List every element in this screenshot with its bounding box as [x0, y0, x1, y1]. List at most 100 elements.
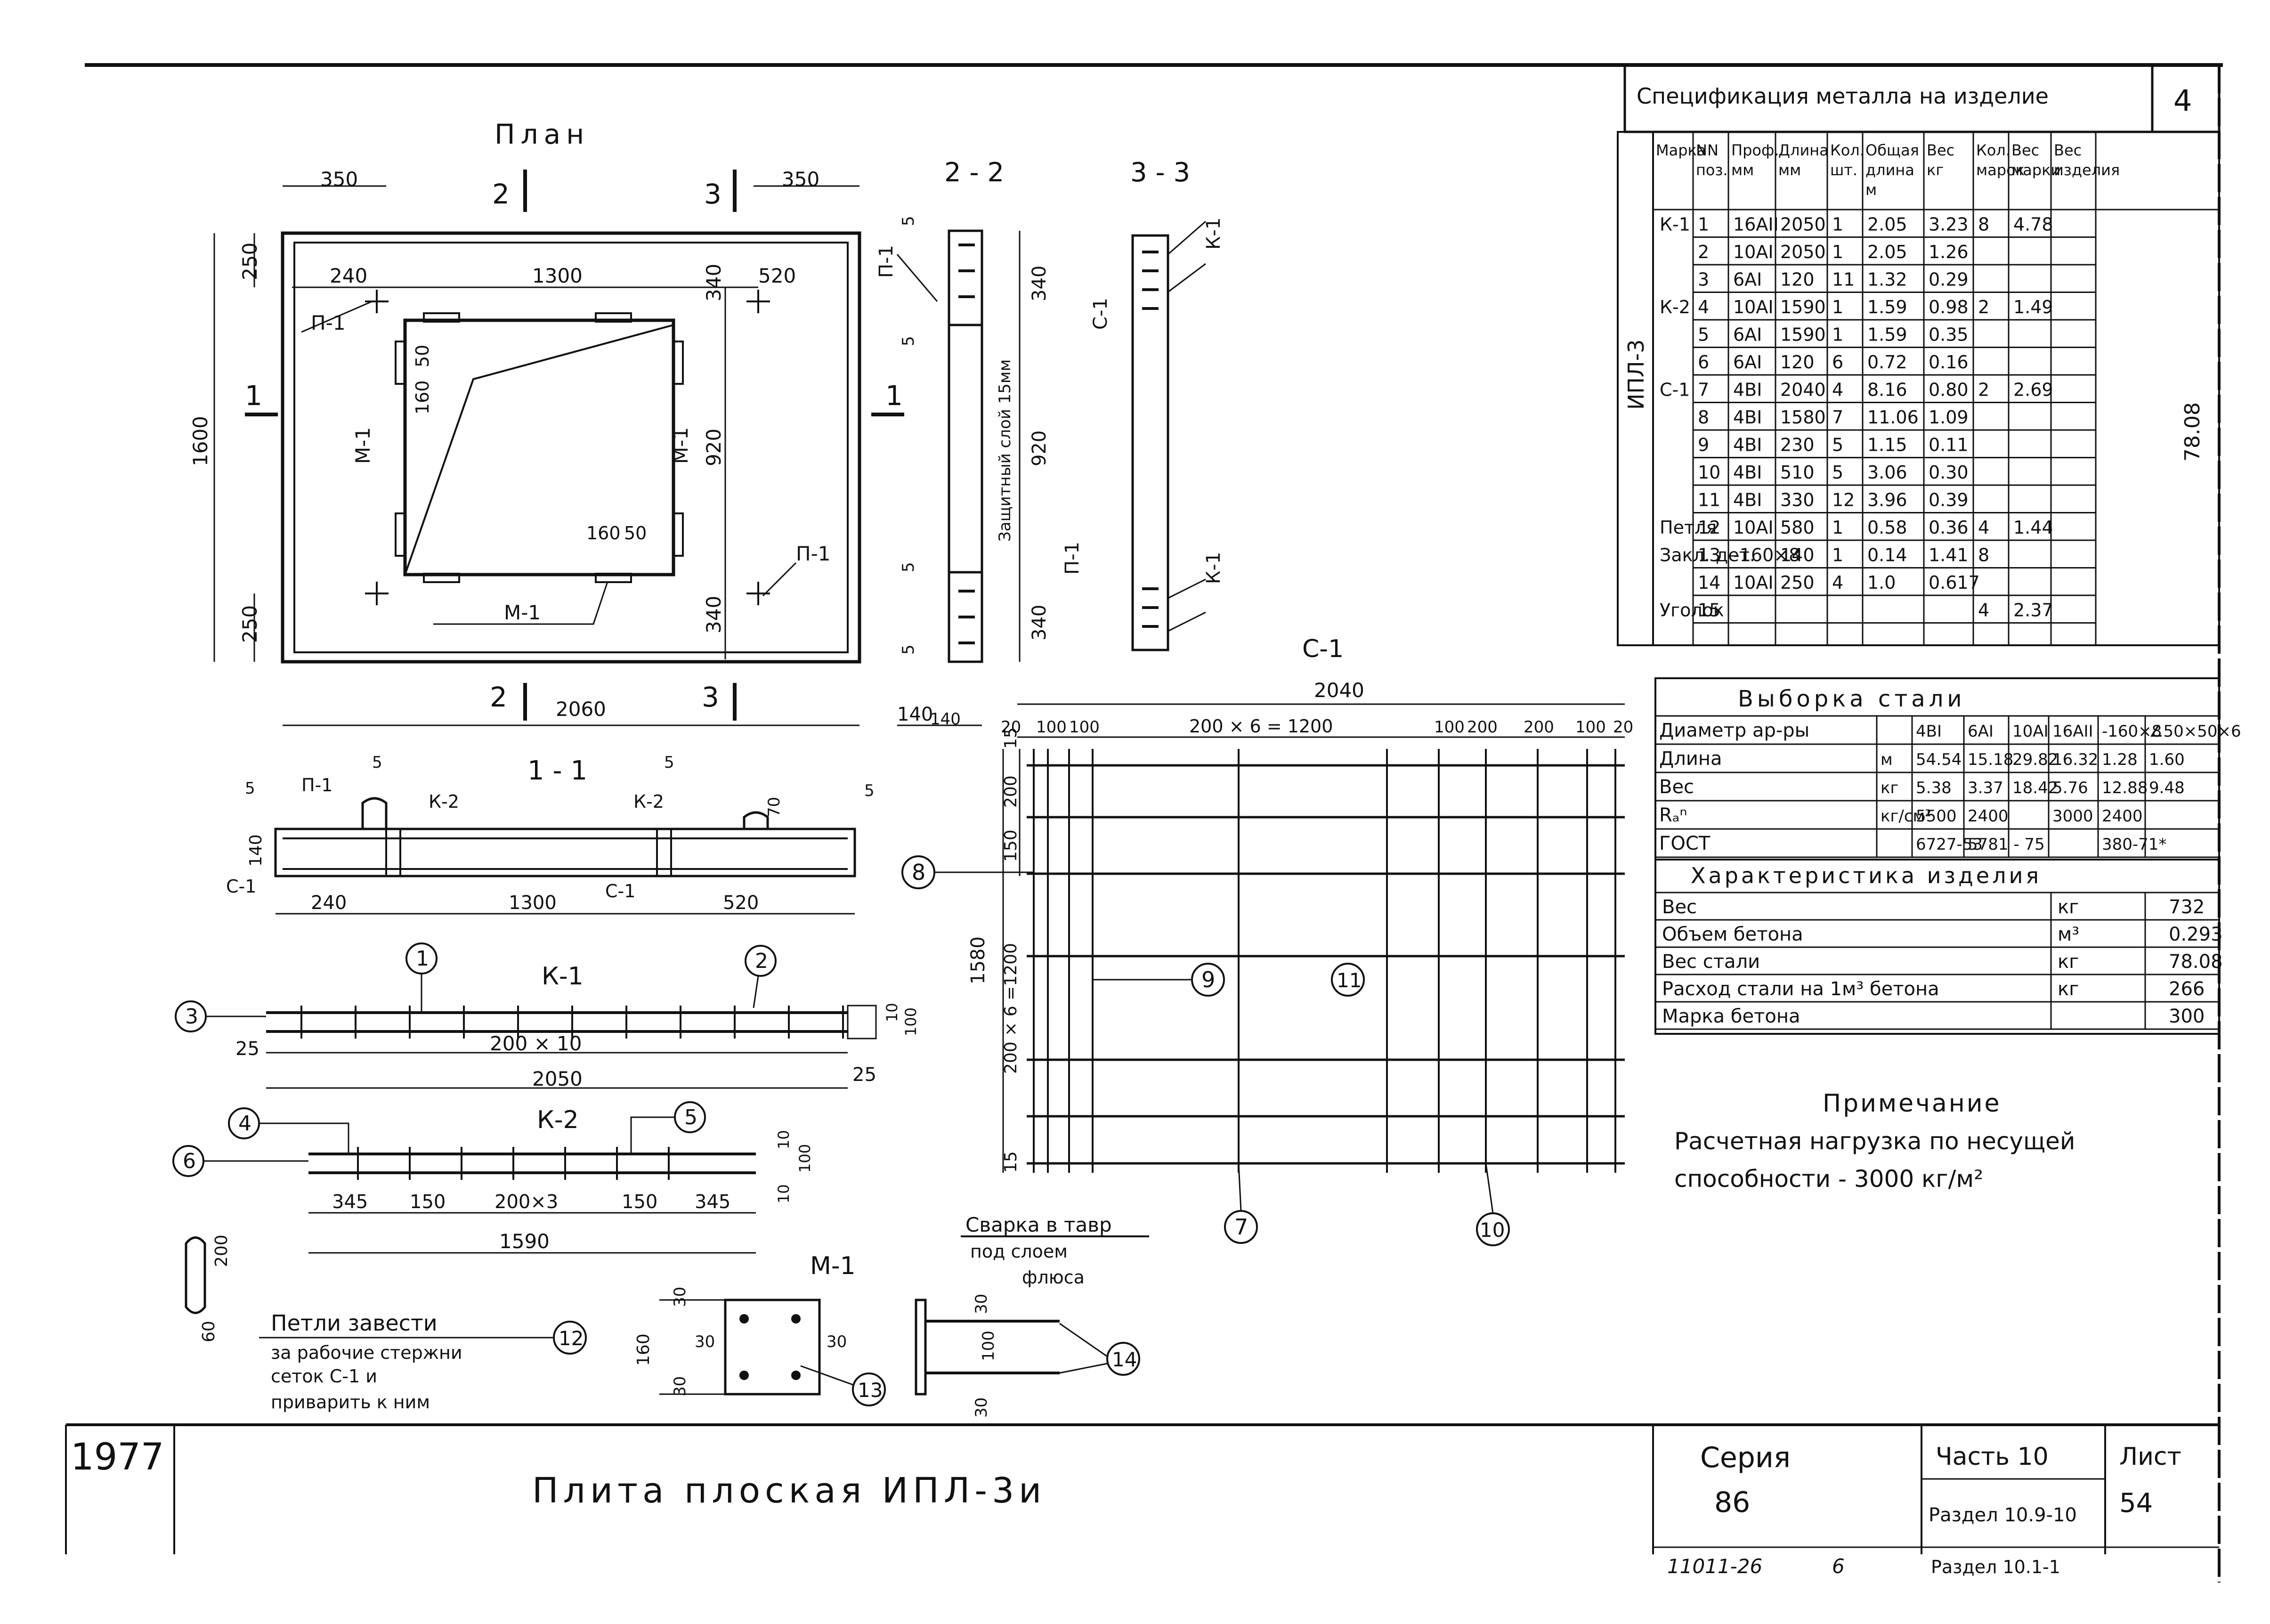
spec-cell: 6АI	[1733, 325, 1762, 345]
plan-dim-1300: 1300	[532, 264, 583, 287]
m1-dim-30-b: 30	[695, 1332, 715, 1351]
spec-cell: Уголок	[1660, 600, 1724, 621]
spec-cell: 2.37	[2013, 600, 2053, 621]
spec-cell: 1	[1698, 214, 1709, 235]
k1-dim-2050: 2050	[532, 1067, 583, 1090]
characteristics-cell: 732	[2169, 896, 2205, 918]
spec-cell: 1	[1832, 325, 1843, 345]
spec-cell: 12	[1698, 517, 1720, 538]
spec-cell: 3	[1698, 269, 1709, 290]
spec-cell: 4.78	[2013, 214, 2053, 235]
m1-dim-30-c: 30	[827, 1332, 847, 1351]
c1-dim-15-bottom: 15	[1001, 1151, 1021, 1173]
selection-header-cell: 4ВI	[1916, 722, 1942, 741]
section22-dim-5a: 5	[899, 216, 918, 226]
k1-dim-25-right: 25	[852, 1064, 876, 1086]
c1-dim-15-top: 15	[1001, 727, 1021, 749]
plan-cut-1-left: 1	[245, 380, 262, 412]
plan-title: План	[495, 118, 590, 150]
under-code: 11011-26	[1667, 1555, 1762, 1578]
spec-cell: 0.39	[1929, 490, 1969, 511]
spec-header-cell: Вес	[1927, 141, 1954, 159]
plan-cut-3-bottom: 3	[702, 681, 719, 713]
k1-dim-100: 100	[902, 1007, 920, 1036]
weld-detail: Сварка в тавр под слоем флюса 30 100 30 …	[915, 1213, 1149, 1418]
spec-cell: 9	[1698, 435, 1709, 455]
characteristics-cell: 266	[2169, 978, 2205, 1000]
weld-note-3: флюса	[1022, 1267, 1085, 1288]
loop-note-2: за рабочие стержни	[271, 1342, 462, 1363]
spec-cell: 16АII	[1733, 214, 1779, 235]
spec-cell: 10АI	[1733, 572, 1774, 593]
spec-header-cell: марки	[2011, 161, 2060, 179]
loop-detail: 200 60 12 Петли завести за рабочие стерж…	[185, 1234, 587, 1413]
characteristics-cell: кг	[2058, 951, 2079, 973]
spec-cell: 7	[1832, 407, 1843, 428]
spec-cell: 4	[1978, 600, 1989, 621]
m1-title: М-1	[810, 1252, 856, 1280]
characteristics-cell: м³	[2058, 924, 2079, 945]
spec-cell: 4	[1832, 572, 1843, 593]
k2-pos-4: 4	[238, 1112, 251, 1136]
spec-header-cell: Марка	[1656, 141, 1706, 159]
c1-title: С-1	[1302, 635, 1344, 663]
k2-dim-100: 100	[796, 1144, 814, 1173]
mesh-c1: С-1 2040 20 100 100 200 × 6 = 1200 100 2…	[901, 635, 1633, 1246]
spec-cell: 14	[1698, 572, 1720, 593]
spec-cell: 8	[1978, 214, 1989, 235]
spec-cell: 1	[1832, 242, 1843, 262]
section11-k2-left: К-2	[429, 791, 459, 812]
spec-cell: 4ВI	[1733, 435, 1762, 455]
selection-cell: 18.42	[2012, 779, 2058, 797]
m1-dim-30-a: 30	[671, 1287, 689, 1307]
spec-cell: 6	[1832, 352, 1843, 373]
under-number: 6	[1832, 1555, 1845, 1578]
section22-layer-label: Защитный слой 15мм	[996, 359, 1014, 542]
section11-dim-520: 520	[723, 892, 759, 914]
selection-cell: 54.54	[1916, 750, 1962, 769]
section33-k1-top: К-1	[1203, 218, 1224, 250]
section11-dim-1300: 1300	[509, 892, 557, 914]
section22-dim-340-bottom: 340	[1029, 605, 1050, 641]
spec-cell: -160×8	[1733, 545, 1800, 566]
product-name: Плита плоская ИПЛ-3и	[532, 1470, 1046, 1511]
spec-cell: 2	[1978, 380, 1989, 400]
sheet-number: 4	[2173, 83, 2192, 118]
k2-dim-345-left: 345	[332, 1191, 368, 1213]
spec-header-cell: Кол.	[1976, 141, 2011, 159]
selection-cell: Длина	[1659, 748, 1722, 770]
section11-dim-5a: 5	[245, 779, 255, 798]
section11-p1-label: П-1	[301, 775, 332, 796]
loop-pos-12: 12	[559, 1327, 584, 1350]
selection-cell: 6727-53	[1916, 835, 1983, 854]
spec-cell: 2.05	[1867, 242, 1907, 262]
spec-cell: 5	[1832, 435, 1843, 455]
spec-cell: 330	[1780, 490, 1815, 511]
weld-dim-100: 100	[979, 1331, 998, 1361]
spec-cell: 0.80	[1929, 380, 1969, 400]
plan-cut-2-top: 2	[492, 178, 510, 210]
spec-cell: 0.617	[1929, 572, 1980, 593]
k2-dim-10-bottom: 10	[775, 1184, 793, 1203]
characteristics-title: Характеристика изделия	[1691, 863, 2042, 888]
k1-dim-25-left: 25	[235, 1038, 259, 1060]
c1-dim-20-left: 20	[1001, 718, 1021, 737]
spec-product-code: ИПЛ-3	[1623, 340, 1649, 410]
plan-dim-50-bottom: 50	[624, 523, 647, 544]
plan-dim-2060-label: 2060	[556, 698, 606, 721]
selection-cell: 2400	[2102, 807, 2143, 826]
spec-cell: 13	[1698, 545, 1720, 566]
plan-label-m1-left: М-1	[351, 427, 374, 464]
spec-cell: 2050	[1780, 214, 1826, 235]
spec-cell: 0.11	[1929, 435, 1969, 455]
c1-dim-100-c: 100	[1434, 718, 1465, 737]
selection-cell: 1.60	[2149, 750, 2185, 769]
spec-cell: 0.98	[1929, 297, 1969, 317]
weld-dim-30-top: 30	[972, 1294, 991, 1314]
frame-k1: К-1 25 25 200 × 10 2050 10 100 1 2 3	[175, 942, 920, 1090]
plan-cut-3-top: 3	[704, 178, 722, 210]
k1-pos-2: 2	[755, 949, 768, 973]
characteristics-cell: 0.293	[2169, 924, 2223, 945]
spec-cell: 2050	[1780, 242, 1826, 262]
